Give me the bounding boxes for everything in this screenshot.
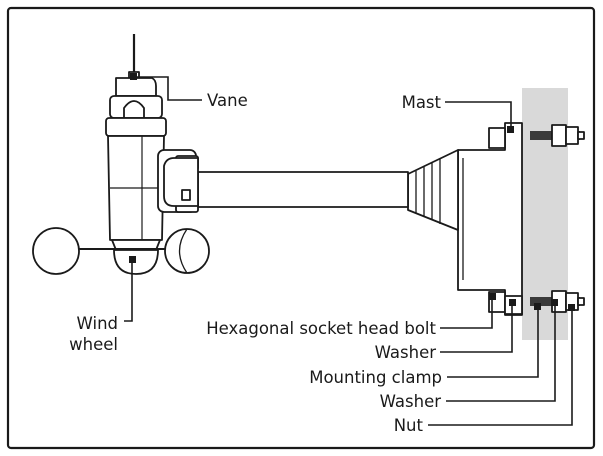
label-mast: Mast xyxy=(402,93,442,112)
upper-bolt xyxy=(530,124,585,147)
leader-nut xyxy=(428,304,575,426)
label-wind-wheel-line2: wheel xyxy=(69,335,118,354)
label-washer-2: Washer xyxy=(380,392,442,411)
leader-mounting-clamp xyxy=(447,303,541,378)
housing-joint xyxy=(157,149,199,213)
leader-hex-bolt xyxy=(440,293,496,329)
label-wind-wheel-line1: Wind xyxy=(77,314,118,333)
label-nut: Nut xyxy=(394,416,424,435)
label-vane: Vane xyxy=(207,91,248,110)
wind-wheel xyxy=(32,227,210,275)
label-mounting-clamp: Mounting clamp xyxy=(309,368,442,387)
label-washer-1: Washer xyxy=(375,343,437,362)
mounting-bracket xyxy=(457,122,523,316)
leader-vane xyxy=(130,73,202,101)
label-hex-bolt: Hexagonal socket head bolt xyxy=(206,319,436,338)
leader-wind-wheel xyxy=(124,256,136,322)
leader-washer-1 xyxy=(440,299,516,353)
horizontal-arm xyxy=(197,171,409,208)
sensor-housing xyxy=(105,77,167,251)
leader-mast xyxy=(445,101,514,133)
leader-washer-2 xyxy=(446,299,558,402)
